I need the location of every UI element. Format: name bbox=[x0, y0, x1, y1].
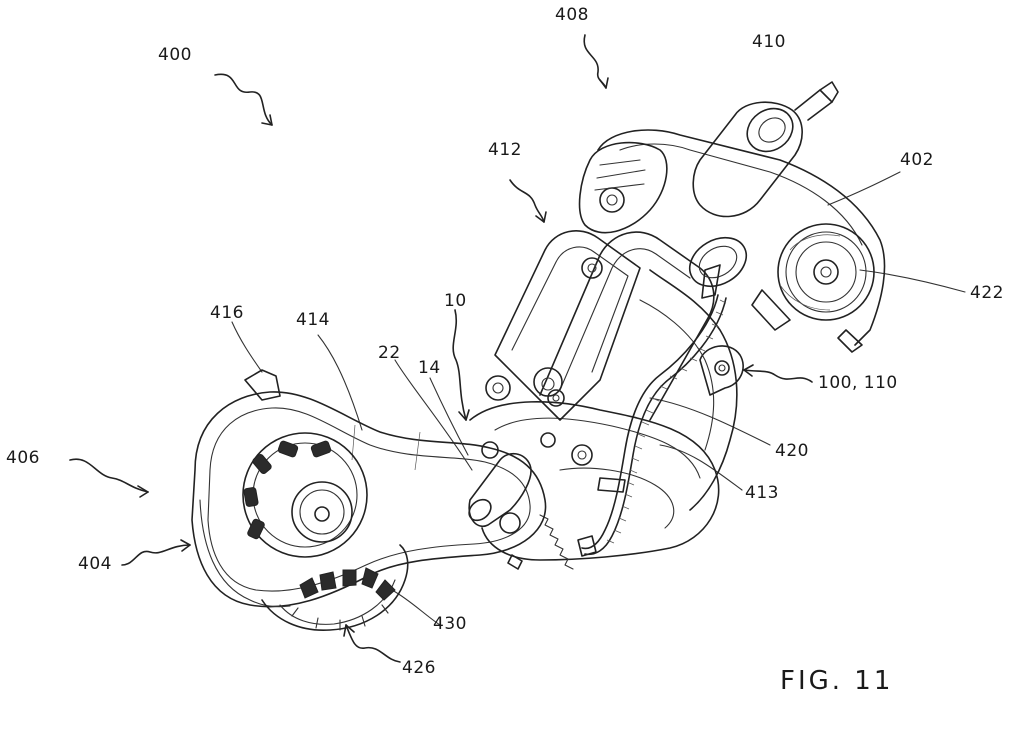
ref-410: 410 bbox=[752, 32, 786, 52]
ref-22: 22 bbox=[378, 343, 401, 363]
leader-100-110 bbox=[743, 369, 813, 383]
ref-14: 14 bbox=[418, 358, 441, 378]
leader-426 bbox=[345, 624, 401, 663]
derailleur-body bbox=[468, 230, 720, 570]
cage-tab-416 bbox=[244, 369, 281, 401]
lower-tension-pulley bbox=[261, 544, 409, 631]
ref-420: 420 bbox=[775, 441, 809, 461]
pulley-422 bbox=[777, 223, 875, 321]
ref-413: 413 bbox=[745, 483, 779, 503]
leader-412 bbox=[509, 179, 545, 223]
spring bbox=[539, 514, 574, 570]
leader-430 bbox=[391, 589, 441, 626]
limit-screw-barrel bbox=[468, 452, 532, 527]
ref-100-110: 100, 110 bbox=[818, 373, 898, 393]
leader-22 bbox=[394, 359, 473, 471]
leader-10 bbox=[452, 309, 467, 421]
ref-412: 412 bbox=[488, 140, 522, 160]
ref-430: 430 bbox=[433, 614, 467, 634]
leader-arrows bbox=[69, 34, 966, 663]
upper-jockey-pulley bbox=[242, 432, 368, 558]
ref-414: 414 bbox=[296, 310, 330, 330]
leader-404 bbox=[121, 544, 191, 566]
ref-408: 408 bbox=[555, 5, 589, 25]
ref-406: 406 bbox=[6, 448, 40, 468]
ref-10: 10 bbox=[444, 291, 467, 311]
leader-414 bbox=[317, 334, 363, 431]
figure-caption: FIG. 11 bbox=[780, 666, 894, 696]
cable-stop-410 bbox=[692, 101, 803, 218]
electrical-cable bbox=[577, 294, 727, 557]
ref-400: 400 bbox=[158, 45, 192, 65]
fasteners bbox=[540, 389, 593, 466]
hanger-mount-100-110 bbox=[699, 345, 744, 396]
upper-knuckle bbox=[578, 81, 886, 511]
ref-426: 426 bbox=[402, 658, 436, 678]
leader-402 bbox=[827, 171, 901, 206]
ref-416: 416 bbox=[210, 303, 244, 323]
ref-402: 402 bbox=[900, 150, 934, 170]
leader-416 bbox=[231, 321, 263, 373]
leader-14 bbox=[429, 377, 469, 456]
leader-422 bbox=[859, 269, 966, 293]
leader-420 bbox=[649, 397, 771, 446]
leader-413 bbox=[659, 444, 743, 491]
ref-404: 404 bbox=[78, 554, 112, 574]
leader-406 bbox=[69, 458, 149, 493]
leader-408 bbox=[583, 34, 607, 89]
leader-400 bbox=[214, 73, 273, 126]
ref-422: 422 bbox=[970, 283, 1004, 303]
